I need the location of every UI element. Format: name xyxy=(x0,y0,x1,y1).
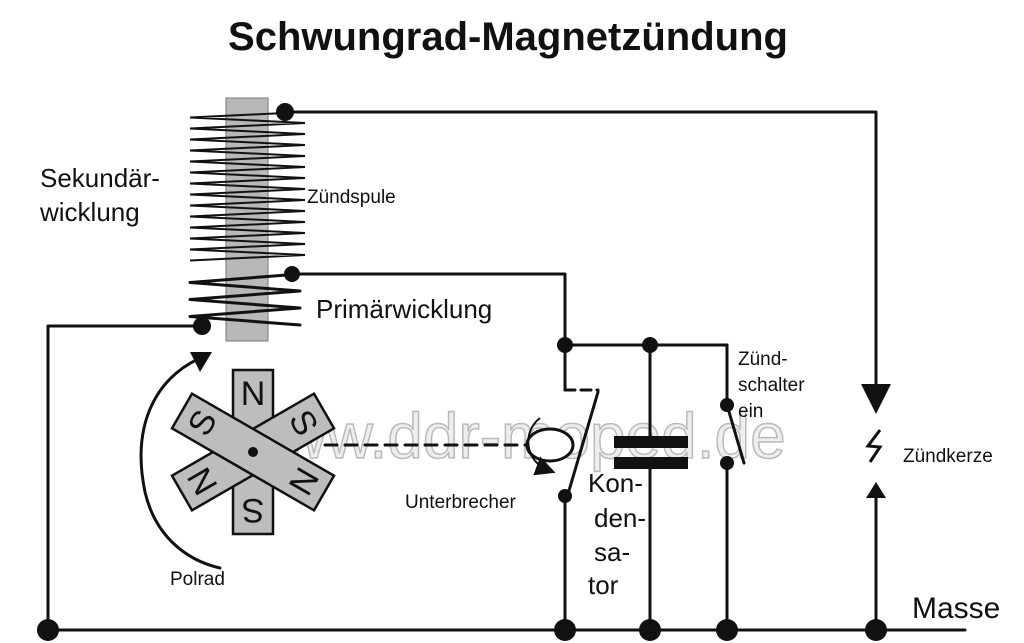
secondary-winding-label: Sekundär- wicklung xyxy=(39,163,167,227)
spark-plug-bottom-arrow xyxy=(866,482,886,498)
capacitor-label: Kon- den- sa- tor xyxy=(588,468,653,600)
ground-node-spark-plug xyxy=(865,619,887,641)
diagram-title: Schwungrad-Magnetzündung xyxy=(228,15,788,59)
ignition-switch xyxy=(720,343,746,632)
ground-label: Masse xyxy=(912,592,1000,625)
pole-wheel-hub xyxy=(248,447,258,457)
cam-rotation-arrow xyxy=(527,417,556,476)
ground-node-capacitor xyxy=(639,619,661,641)
primary-terminal xyxy=(284,266,300,282)
breaker-label: Unterbrecher xyxy=(405,492,517,513)
primary-winding-coil xyxy=(188,272,302,327)
pole-wheel-label: Polrad xyxy=(170,569,225,590)
magnet-pole-label: S xyxy=(242,491,265,529)
pole-wheel-rotation-arrowhead xyxy=(190,352,212,372)
ground-node-switch xyxy=(716,619,738,641)
secondary-terminal xyxy=(276,103,294,121)
spark-plug-label: Zündkerze xyxy=(903,446,993,467)
breaker-cam xyxy=(525,427,575,463)
primary-winding-label: Primärwicklung xyxy=(316,294,492,324)
ignition-switch-label: Zünd- schalter ein xyxy=(738,349,810,422)
ignition-coil xyxy=(188,97,306,342)
pole-wheel-rotation-arc xyxy=(139,353,222,570)
coil-ground-wire xyxy=(46,324,204,632)
ground-node-breaker xyxy=(554,619,576,641)
coil-ground-terminal xyxy=(193,317,211,335)
breaker xyxy=(525,343,600,632)
capacitor xyxy=(614,343,688,632)
ground-node-coil xyxy=(37,619,59,641)
spark-plug xyxy=(865,429,886,632)
magnet-pole-label: N xyxy=(241,375,266,413)
secondary-winding-coil xyxy=(189,111,306,262)
spark-icon xyxy=(865,429,883,463)
ignition-coil-label: Zündspule xyxy=(307,187,396,208)
secondary-lead-wire xyxy=(283,110,878,400)
